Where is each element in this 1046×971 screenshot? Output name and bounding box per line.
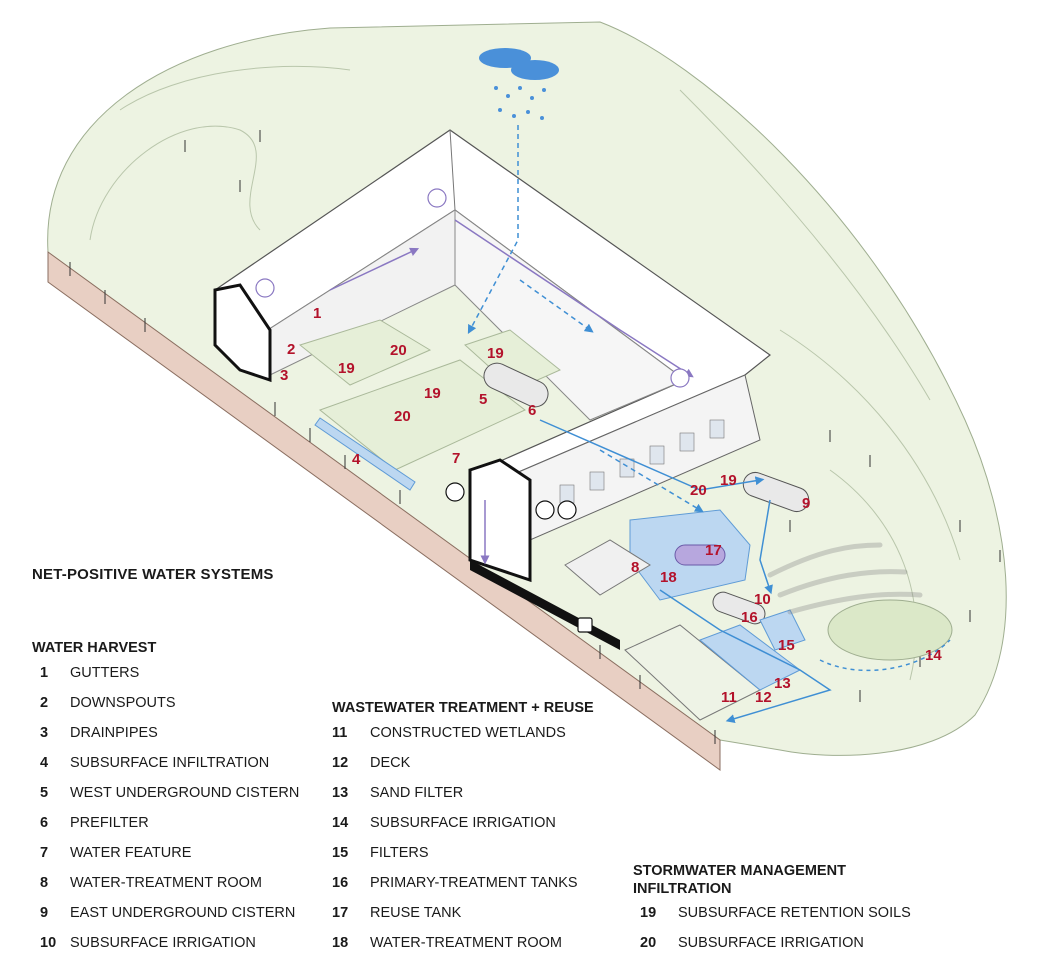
callout-19b: 19 [424, 385, 441, 402]
callout-20c: 20 [690, 482, 707, 499]
callout-9: 9 [802, 495, 810, 512]
wastewater-heading: WASTEWATER TREATMENT + REUSE [332, 700, 594, 716]
callout-7: 7 [452, 450, 460, 467]
water-flow-lines [329, 125, 951, 724]
courtyard-lawns [298, 319, 561, 471]
callout-19c: 19 [487, 345, 504, 362]
callout-14: 14 [925, 647, 942, 664]
callout-18: 18 [660, 569, 677, 586]
callout-16: 16 [741, 609, 758, 626]
rain-cloud-icon [479, 48, 559, 120]
callout-15: 15 [778, 637, 795, 654]
water-harvest-heading: WATER HARVEST [32, 640, 157, 656]
building [213, 129, 771, 650]
stormwater-heading-line2: INFILTRATION [633, 881, 732, 897]
callout-2: 2 [287, 341, 295, 358]
faucet-icon [557, 500, 577, 520]
callout-11: 11 [721, 689, 737, 706]
filters [759, 609, 806, 651]
toilet-icon [255, 188, 690, 520]
callout-3: 3 [280, 367, 288, 384]
callout-19a: 19 [338, 360, 355, 377]
subsurface-infiltration-strip [314, 417, 416, 491]
callout-10: 10 [754, 591, 771, 608]
callout-1: 1 [313, 305, 321, 322]
callout-6: 6 [528, 402, 536, 419]
callout-8: 8 [631, 559, 639, 576]
diagram-title: NET-POSITIVE WATER SYSTEMS [32, 566, 274, 583]
washing-machine-icon [577, 617, 593, 633]
callout-17: 17 [705, 542, 722, 559]
solar-panels [564, 539, 651, 596]
callouts: 1 2 3 4 5 6 7 8 9 10 11 12 13 14 15 16 1… [280, 305, 942, 706]
callout-20b: 20 [394, 408, 411, 425]
terraces [767, 542, 923, 615]
irrigation-field [827, 599, 953, 661]
callout-13: 13 [774, 675, 791, 692]
callout-12: 12 [755, 689, 772, 706]
callout-20a: 20 [390, 342, 407, 359]
reuse-tank [674, 544, 726, 566]
stormwater-heading-line1: STORMWATER MANAGEMENT [633, 863, 846, 879]
callout-5: 5 [479, 391, 487, 408]
callout-19d: 19 [720, 472, 737, 489]
stormwater-heading: STORMWATER MANAGEMENT INFILTRATION [633, 862, 846, 898]
callout-4: 4 [352, 451, 361, 468]
